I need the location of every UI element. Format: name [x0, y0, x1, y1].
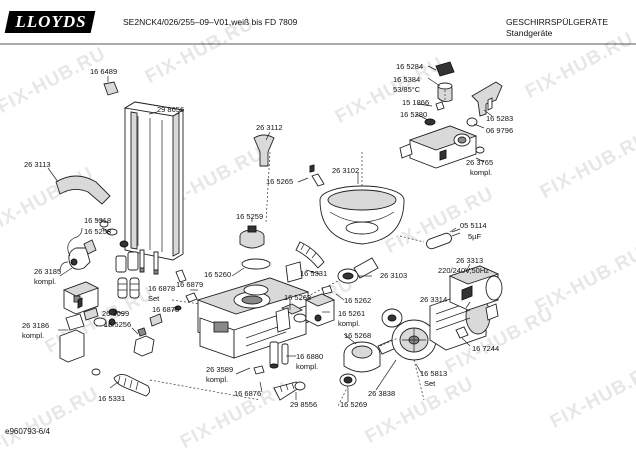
appliance-category: GESCHIRRSPÜLGERÄTE — [506, 17, 609, 27]
part-clip-icon — [103, 81, 119, 96]
part-label: 26 3112 — [256, 123, 283, 132]
part-label: 16 5318 — [84, 216, 112, 225]
part-label: 16 5260 — [204, 270, 232, 279]
part-spring-icon — [108, 277, 155, 357]
part-funnel-icon — [253, 134, 275, 167]
part-label: 16 5283 — [486, 114, 514, 123]
part-label: kompl. — [470, 168, 493, 177]
part-label: 16 5284 — [396, 62, 424, 71]
part-label: 220/240V,50Hz — [438, 266, 490, 275]
part-label: 26 3838 — [368, 389, 396, 398]
part-label: 29 8656 — [157, 105, 185, 114]
part-label: kompl. — [22, 331, 45, 340]
part-label: 26 3313 — [456, 256, 484, 265]
part-label: 16 6879 — [176, 280, 204, 289]
part-label: 53/85°C — [393, 85, 421, 94]
part-label: Set — [424, 379, 436, 388]
part-label: 16 5331 — [98, 394, 126, 403]
part-label: 16 5331 — [300, 269, 328, 278]
part-label: 16 7244 — [472, 344, 500, 353]
part-cover-icon — [55, 175, 111, 205]
part-label: 05 5114 — [460, 221, 487, 230]
part-circulation-pump-icon — [339, 339, 397, 387]
assembly-guide-lines — [96, 90, 446, 407]
leader-lines — [47, 65, 493, 402]
part-hose-icon — [91, 368, 151, 397]
drawing-code: e960793-6/4 — [5, 427, 50, 436]
part-label: 16 5269 — [340, 400, 368, 409]
part-label: 16 5262 — [344, 296, 372, 305]
part-capacitor-icon — [426, 228, 461, 250]
part-label: 26 3102 — [332, 166, 360, 175]
part-small-fittings-icon — [149, 269, 198, 327]
part-label: kompl. — [296, 362, 319, 371]
part-label: 26 3314 — [420, 295, 448, 304]
part-label: 26 3099 — [102, 309, 130, 318]
part-filter-nut-icon — [239, 225, 271, 296]
part-bracket-icon — [471, 81, 503, 117]
part-label: 06 9796 — [486, 126, 514, 135]
part-label: 16 5813 — [420, 369, 448, 378]
part-label: 16 5263 — [284, 293, 312, 302]
part-label: 16 5259 — [236, 212, 264, 221]
part-drain-hose-icon — [273, 381, 306, 401]
part-label: 16 6878 — [148, 284, 176, 293]
part-label: kompl. — [206, 375, 229, 384]
part-label: 16 6489 — [90, 67, 118, 76]
part-label: kompl. — [338, 319, 361, 328]
part-label: 29 8556 — [290, 400, 318, 409]
part-seal-icon — [99, 220, 139, 273]
part-label: 16 5261 — [338, 309, 366, 318]
part-water-pocket-icon — [123, 101, 185, 275]
appliance-subcategory: Standgeräte — [506, 28, 553, 38]
part-label: Set — [148, 294, 160, 303]
part-sump-bowl-icon — [319, 185, 405, 245]
part-label: 26 3113 — [24, 160, 51, 169]
part-label: 16 5384 — [393, 75, 421, 84]
part-control-unit-icon — [304, 285, 336, 327]
part-label: 16 5268 — [344, 331, 372, 340]
part-clip-icon — [455, 326, 469, 339]
brand-logo-text: LLOYDS — [15, 12, 87, 31]
part-label: 26 3185 — [34, 267, 62, 276]
part-label: 16 5258 — [84, 227, 112, 236]
part-label: 15 1866 — [402, 98, 430, 107]
part-level-sensor-icon — [59, 227, 97, 273]
part-label: 26 3765 — [466, 158, 494, 167]
part-label: 5µF — [468, 232, 482, 241]
part-label: 16 5265 — [266, 177, 294, 186]
model-number: SE2NCK4/026/255–09–V01,weiß bis FD 7809 — [123, 17, 298, 27]
part-label: kompl. — [34, 277, 57, 286]
part-heater-icon — [275, 261, 304, 333]
part-label: 16 5256 — [104, 320, 132, 329]
part-label: 16 6876 — [234, 389, 262, 398]
part-drain-pump-icon — [448, 265, 503, 311]
part-sensor-icon — [424, 61, 455, 126]
part-label: 16 6875 — [152, 305, 180, 314]
part-hose-icon — [295, 241, 379, 284]
part-water-inlet-icon — [399, 117, 485, 169]
part-label: 16 5280 — [400, 110, 428, 119]
part-label: 26 3589 — [206, 365, 234, 374]
part-clip-icon — [309, 164, 325, 187]
part-pump-housing-icon — [381, 308, 437, 361]
part-label: 16 6880 — [296, 352, 324, 361]
part-pipe-icon — [253, 341, 289, 375]
part-valve-assembly-icon — [59, 281, 116, 363]
part-label: 26 3186 — [22, 321, 50, 330]
part-label: 26 3103 — [380, 271, 408, 280]
